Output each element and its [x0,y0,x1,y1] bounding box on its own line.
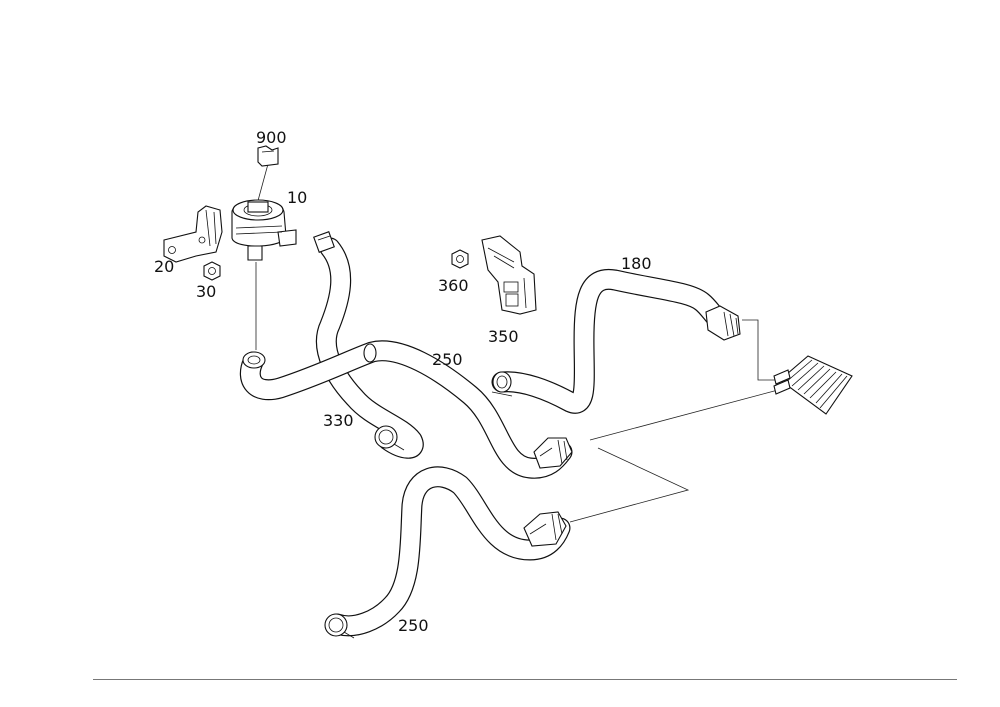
leader-radiator-a [589,389,779,441]
connector-180-start [491,371,513,397]
leader-lines [255,163,779,523]
footer-rule [93,679,957,680]
hose-250-lower[interactable] [326,466,571,637]
connector-180-end [705,305,741,341]
clamp-250-lower-start [324,613,355,639]
part-20-bracket[interactable] [163,205,223,263]
callout-330: 330 [323,411,354,430]
connector-10-outlet [242,351,266,369]
callout-30: 30 [196,282,216,301]
callout-180: 180 [621,254,652,273]
callout-20: 20 [154,257,174,276]
hose-330[interactable] [315,237,424,459]
callout-350: 350 [488,327,519,346]
part-360-nut[interactable] [451,249,469,269]
callout-900: 900 [256,128,287,147]
callout-360: 360 [438,276,469,295]
hose-250-upper[interactable] [239,340,573,479]
hose-180[interactable] [491,268,739,414]
leader-180 [742,319,778,381]
callout-250-lower: 250 [398,616,429,635]
heater-core[interactable] [773,355,853,415]
leader-radiator-b [569,447,690,523]
clamp-250-mid [363,343,377,363]
part-350-holder[interactable] [481,235,537,315]
part-10-pump[interactable] [231,199,297,261]
hose-fittings [242,231,741,639]
callout-10: 10 [287,188,307,207]
callout-labels: 900 10 20 30 360 350 180 250 330 250 [154,128,652,635]
callout-250-upper: 250 [432,350,463,369]
part-900-plug[interactable] [257,145,279,167]
connector-250-upper-end [533,437,573,469]
clamp-330-end [374,425,405,451]
connector-250-lower-end [523,511,567,547]
clamp-330-top [313,231,335,253]
part-30-nut[interactable] [203,261,221,281]
